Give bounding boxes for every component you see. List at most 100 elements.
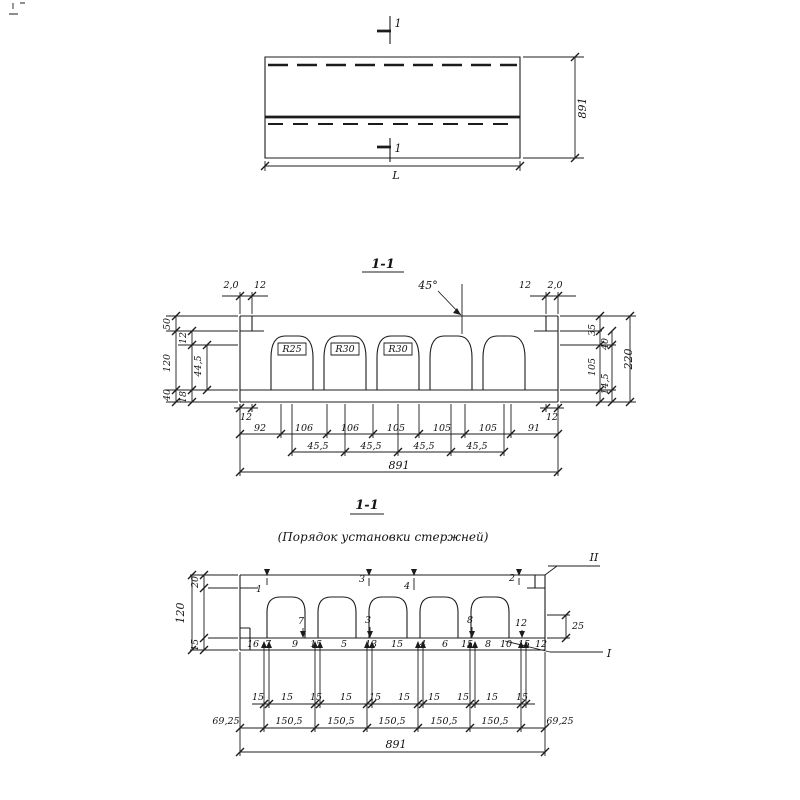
rebar-dim-lines bbox=[240, 703, 545, 753]
plan-length-dim: L bbox=[391, 169, 399, 182]
section-top-dim-lines bbox=[222, 292, 576, 314]
dim-label: 45,5 bbox=[359, 441, 381, 452]
dim-label: 15 bbox=[457, 692, 469, 703]
dim-label: 45,5 bbox=[306, 441, 328, 452]
rebar-subtitle: (Порядок установки стержней) bbox=[278, 530, 489, 544]
section-mark-bottom: 1 bbox=[395, 142, 402, 155]
dim-label: 106 bbox=[295, 423, 313, 434]
bar-number: 15 bbox=[461, 639, 473, 650]
bar-number: 2 bbox=[508, 573, 515, 584]
dim-label: 20 bbox=[190, 576, 201, 589]
rebar-extension-lines bbox=[239, 642, 546, 756]
bar-number: 3 bbox=[359, 574, 365, 585]
section-title: 1-1 bbox=[371, 257, 395, 272]
dim-label: 15 bbox=[486, 692, 498, 703]
radius-label: R30 bbox=[387, 344, 407, 355]
dim-label: 50 bbox=[162, 318, 173, 330]
dim-label: 105 bbox=[479, 423, 497, 434]
section-outline bbox=[239, 315, 559, 403]
bar-number: 8 bbox=[467, 615, 473, 626]
bar-number: 12 bbox=[515, 618, 527, 629]
dim-label: 45,5 bbox=[412, 441, 434, 452]
dim-label: 12 bbox=[519, 280, 531, 291]
scan-artifact bbox=[9, 2, 25, 15]
dim-label: 91 bbox=[528, 423, 540, 434]
dim-label: 120 bbox=[174, 603, 187, 624]
section-right-dim-lines bbox=[560, 315, 636, 403]
dim-label: 69,25 bbox=[212, 716, 239, 727]
dim-label: 120 bbox=[162, 354, 173, 372]
bar-number: 8 bbox=[485, 639, 491, 650]
dim-label: 2,0 bbox=[222, 280, 238, 291]
bar-number: 4 bbox=[403, 581, 410, 592]
dim-label: 15 bbox=[516, 692, 528, 703]
section-left-dim-lines bbox=[166, 315, 238, 403]
dim-label: 105 bbox=[587, 358, 598, 376]
dim-label: 2,0 bbox=[546, 280, 562, 291]
dim-label: 25 bbox=[571, 621, 584, 632]
section-view: 1-1 45° R25 R30 R30 2,0 12 12 2,0 50 12 … bbox=[162, 257, 636, 477]
radius-label: R25 bbox=[281, 344, 301, 355]
bar-number: 5 bbox=[341, 639, 347, 650]
mid-bar-arrows bbox=[302, 627, 523, 636]
section-mark-top: 1 bbox=[395, 17, 402, 30]
bar-number: 1 bbox=[256, 584, 262, 595]
dim-label: 106 bbox=[341, 423, 359, 434]
rebar-total-dim: 891 bbox=[386, 738, 407, 751]
bar-number: 3 bbox=[365, 615, 371, 626]
dim-label: 45,5 bbox=[465, 441, 487, 452]
mid-bar-arrowheads bbox=[300, 631, 525, 638]
angle-arrowhead bbox=[453, 308, 461, 315]
bar-number: 15 bbox=[391, 639, 403, 650]
dim-label: 12 bbox=[178, 332, 189, 344]
rebar-view: 1-1 (Порядок установки стержней) II I 20… bbox=[174, 498, 612, 757]
bar-number: 12 bbox=[535, 639, 547, 650]
plan-outline bbox=[264, 56, 521, 159]
dim-label: 15 bbox=[310, 692, 322, 703]
dim-label: 15 bbox=[190, 639, 201, 651]
top-bar-arrows bbox=[266, 578, 520, 590]
radius-label: R30 bbox=[334, 344, 354, 355]
bar-number: 9 bbox=[292, 639, 298, 650]
plan-dim-ticks bbox=[260, 52, 580, 171]
plan-width-dim: 891 bbox=[576, 98, 589, 119]
dim-label: 69,25 bbox=[546, 716, 573, 727]
rebar-right-dim-lines bbox=[547, 614, 570, 639]
dim-label: 220 bbox=[622, 349, 635, 371]
dim-label: 15 bbox=[398, 692, 410, 703]
axis-lines bbox=[504, 565, 603, 653]
dim-label: 18 bbox=[178, 391, 189, 403]
dim-label: 44,5 bbox=[193, 355, 204, 377]
dim-label: 15 bbox=[252, 692, 264, 703]
rebar-dim-ticks bbox=[187, 570, 571, 757]
dim-label: 150,5 bbox=[481, 716, 508, 727]
dim-label: 40 bbox=[162, 389, 173, 402]
radius-boxes bbox=[277, 342, 413, 356]
dim-label: 12 bbox=[546, 412, 558, 423]
bar-number: 6 bbox=[442, 639, 448, 650]
dim-label: 150,5 bbox=[327, 716, 354, 727]
section-cut-ticks bbox=[377, 29, 391, 149]
plan-dim-lines bbox=[264, 56, 584, 171]
plan-view: 1 1 891 L bbox=[260, 16, 589, 182]
dim-label: 150,5 bbox=[378, 716, 405, 727]
bar-number: 15 bbox=[518, 639, 530, 650]
rebar-title: 1-1 bbox=[355, 498, 379, 513]
rebar-up-arrowheads bbox=[261, 641, 529, 648]
dim-label: 150,5 bbox=[275, 716, 302, 727]
dim-label: 15 bbox=[340, 692, 352, 703]
dim-label: 12 bbox=[254, 280, 266, 291]
dim-label: 15 bbox=[281, 692, 293, 703]
angle-label: 45° bbox=[417, 279, 438, 292]
axis-label-side: I bbox=[606, 647, 612, 660]
bar-number: 16 bbox=[247, 639, 259, 650]
axis-label-top: II bbox=[589, 551, 599, 564]
dim-label: 92 bbox=[254, 423, 266, 434]
section-total-dim: 891 bbox=[389, 459, 410, 472]
dim-label: 35 bbox=[587, 324, 598, 336]
dim-label: 105 bbox=[433, 423, 451, 434]
dim-label: 15 bbox=[369, 692, 381, 703]
dim-label: 150,5 bbox=[430, 716, 457, 727]
dim-label: 105 bbox=[387, 423, 405, 434]
